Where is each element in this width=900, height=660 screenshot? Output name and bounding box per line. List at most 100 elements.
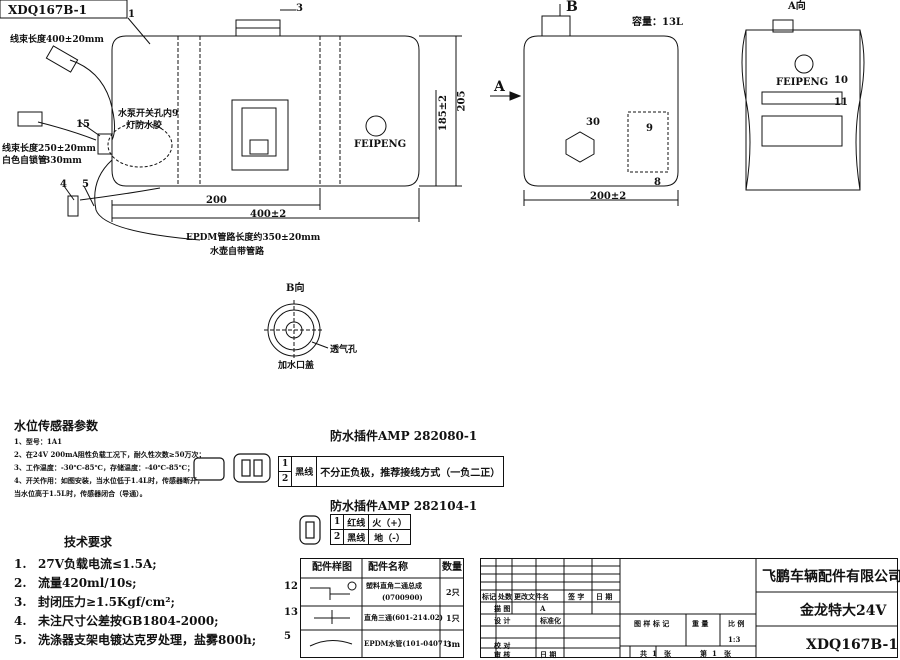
c1-color: 黑线 xyxy=(291,456,318,487)
tank-side-outline xyxy=(523,35,679,187)
c2-row1-color: 红线 xyxy=(343,514,370,530)
tb-drawing-no: XDQ167B-1 xyxy=(806,637,899,653)
tb-sign: 签 字 xyxy=(568,592,585,601)
c2-row2-desc: 地（-） xyxy=(368,529,411,545)
vent-label: 透气孔 xyxy=(330,345,358,355)
tb-date-2: 日 期 xyxy=(540,650,557,659)
capacity-label: 容量：13L xyxy=(632,17,683,28)
epdm-length-label: EPDM管路长度约350±20mm xyxy=(186,233,321,243)
tb-weight: 重 量 xyxy=(692,619,709,628)
parts-row3-name: EPDM水管(101-04071) xyxy=(364,639,451,648)
tb-sheet: 第 xyxy=(700,649,707,658)
tech-no-4: 4. xyxy=(14,614,27,628)
wire-length-top-label: 线束长度400±20mm xyxy=(10,35,104,45)
callout-8: 8 xyxy=(654,177,661,188)
tech-no-2: 2. xyxy=(14,576,27,590)
callout-30: 30 xyxy=(586,117,600,128)
parts-row3-qty: 3m xyxy=(446,639,461,649)
parts-callout-12: 12 xyxy=(284,581,298,592)
pump-label-2: 灯防水胶 xyxy=(126,121,163,131)
tech-item-4: 未注尺寸公差按GB1804-2000; xyxy=(38,614,219,628)
callout-11: 11 xyxy=(834,97,848,108)
sensor-line-1: 1、型号：1A1 xyxy=(14,437,63,446)
b-view-title: B向 xyxy=(286,283,305,294)
dim-400: 400±2 xyxy=(250,209,287,220)
callout-10: 10 xyxy=(834,75,848,86)
tb-mark: 标记 xyxy=(482,592,496,601)
callout-15: 15 xyxy=(76,119,90,130)
hose-label-1: 白色自锁管 xyxy=(2,156,48,166)
fill-cap-label: 加水口盖 xyxy=(278,361,315,371)
tb-total-n: 1 xyxy=(652,649,657,658)
tb-design: 设 计 xyxy=(494,616,511,625)
tb-company: 飞鹏车辆配件有限公司 xyxy=(762,569,900,585)
a-arrow-label: A xyxy=(494,79,505,95)
c2-row2-no: 2 xyxy=(329,529,345,545)
callout-9: 9 xyxy=(646,123,653,134)
connector-2-table: 1 红线 火（+） 2 黑线 地（-） xyxy=(329,514,411,545)
tb-check: 校 对 xyxy=(494,641,511,650)
c2-row1-desc: 火（+） xyxy=(368,514,411,530)
tech-no-5: 5. xyxy=(14,633,27,647)
c1-row2-no: 2 xyxy=(277,471,293,487)
callout-3: 3 xyxy=(296,3,303,14)
tb-scale-value: 1:3 xyxy=(728,635,741,644)
corner-drawing-number: XDQ167B-1 xyxy=(8,3,87,17)
c1-desc: 不分正负极，推荐接线方式（一负二正） xyxy=(316,456,505,487)
c2-row1-no: 1 xyxy=(329,514,345,530)
hose-label-2: 330mm xyxy=(44,156,82,166)
connector-2-icon xyxy=(299,515,321,545)
tb-a: A xyxy=(540,604,546,613)
tank-front-outline xyxy=(111,35,420,187)
tb-review: 审 核 xyxy=(494,650,511,659)
callout-5: 5 xyxy=(82,179,89,190)
dim-205: 205 xyxy=(456,90,468,112)
c2-row2-color: 黑线 xyxy=(343,529,370,545)
tech-item-5: 洗涤器支架电镀达克罗处理，盐雾800h; xyxy=(38,633,257,647)
dim-200-side: 200±2 xyxy=(590,191,627,202)
parts-header-name: 配件名称 xyxy=(368,562,408,573)
tech-no-3: 3. xyxy=(14,595,27,609)
sensor-line-3: 3、工作温度：-30℃-85℃，存储温度：-40℃-85℃； xyxy=(14,463,195,472)
parts-header-qty: 数量 xyxy=(442,562,462,573)
tb-total-unit: 张 xyxy=(664,649,671,658)
parts-row1-qty: 2只 xyxy=(446,587,460,597)
sensor-line-5: 当水位高于1.5L时，传感器闭合（导通）。 xyxy=(14,489,147,498)
dim-200: 200 xyxy=(206,195,227,206)
a-view-outline xyxy=(745,29,861,191)
tb-count: 处数 xyxy=(498,592,512,601)
parts-header-image: 配件样图 xyxy=(312,562,352,573)
connector-1-title: 防水插件AMP 282080-1 xyxy=(330,429,478,443)
callout-1: 1 xyxy=(128,9,135,20)
a-view-title: A向 xyxy=(788,1,806,12)
tb-date: 日 期 xyxy=(596,592,613,601)
tech-item-2: 流量420ml/10s; xyxy=(38,576,137,590)
parts-row1-code: (0700900) xyxy=(382,593,423,602)
parts-callout-13: 13 xyxy=(284,607,298,618)
tb-product: 金龙特大24V xyxy=(800,603,887,619)
corner-number-box xyxy=(0,0,128,19)
technical-drawing xyxy=(0,0,865,360)
a-view-brand: FEIPENG xyxy=(776,77,829,88)
sensor-line-4: 4、开关作用：如图安装，当水位低于1.4L时，传感器断开， xyxy=(14,476,204,485)
tb-sheet-n: 1 xyxy=(712,649,717,658)
brand-front: FEIPENG xyxy=(354,139,407,150)
c1-row1-no: 1 xyxy=(277,456,293,472)
sensor-title: 水位传感器参数 xyxy=(14,419,99,433)
callout-4: 4 xyxy=(60,179,67,190)
tech-item-3: 封闭压力≥1.5Kgf/cm²; xyxy=(38,595,175,609)
tb-drawing-mark: 图 样 标 记 xyxy=(634,619,670,628)
tb-doc: 更改文件名 xyxy=(514,592,549,601)
pump-label-1: 水泵开关孔内9 xyxy=(118,109,179,119)
sensor-line-2: 2、在24V 200mA阻性负载工况下，耐久性次数≥50万次； xyxy=(14,450,206,459)
parts-table-grid xyxy=(300,558,464,658)
parts-row2-name: 直角三通(601-214.02) xyxy=(364,613,443,622)
connector-1-table: 1 黑线 不分正负极，推荐接线方式（一负二正） 2 xyxy=(277,456,505,487)
tb-scale: 比 例 xyxy=(728,619,745,628)
parts-row2-qty: 1只 xyxy=(446,613,460,623)
parts-callout-5: 5 xyxy=(284,631,291,642)
tech-title: 技术要求 xyxy=(64,535,113,549)
tb-standard: 标准化 xyxy=(540,616,561,625)
tb-total: 共 xyxy=(640,649,647,658)
tech-item-1: 27V负载电流≤1.5A; xyxy=(38,557,157,571)
